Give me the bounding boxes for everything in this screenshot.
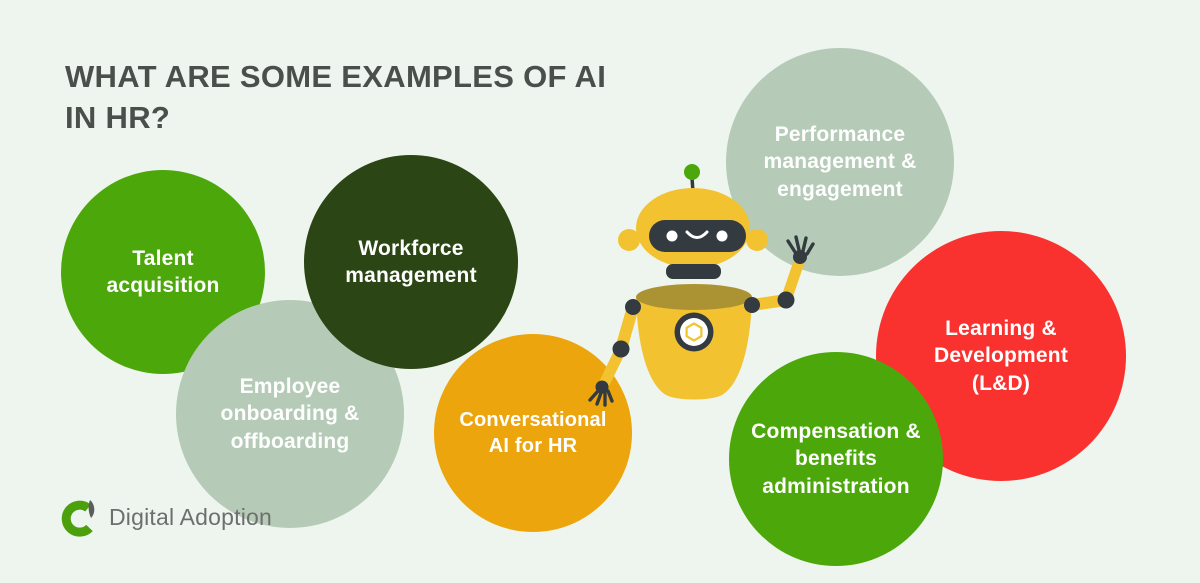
- bubble-label: Workforce management: [345, 236, 477, 287]
- robot-right-hand-icon: [786, 235, 815, 264]
- bubble-conversational-ai-for-hr: Conversational AI for HR: [434, 334, 632, 532]
- robot-antenna-icon: [684, 164, 700, 193]
- robot-left-hand-icon: [588, 380, 614, 407]
- bubble-performance-management-engagement: Performance management & engagement: [726, 48, 954, 276]
- bubble-label: Compensation & benefits administration: [751, 420, 921, 498]
- robot-left-arm: [588, 301, 639, 407]
- robot-mascot-illustration: [588, 164, 815, 407]
- digital-adoption-logo-icon: [61, 500, 95, 537]
- robot-neck: [666, 264, 721, 279]
- bubble-label: Employee onboarding & offboarding: [220, 375, 360, 453]
- brand-name: Digital Adoption: [109, 503, 273, 530]
- bubble-talent-acquisition: Talent acquisition: [61, 170, 265, 374]
- brand-logo: Digital Adoption: [60, 495, 272, 539]
- bubble-label: Talent acquisition: [106, 246, 220, 297]
- robot-eye-right: [716, 230, 728, 242]
- page-title: WHAT ARE SOME EXAMPLES OF AI IN HR?: [65, 59, 607, 135]
- robot-shoulder-left: [625, 299, 641, 315]
- robot-shoulder-right: [744, 297, 760, 313]
- robot-eye-left: [666, 230, 678, 242]
- robot-ear-left: [618, 229, 640, 251]
- bubble-compensation-benefits-administration: Compensation & benefits administration: [729, 352, 943, 566]
- bubble-label: Conversational AI for HR: [459, 409, 607, 457]
- bubble-label: Learning & Development (L&D): [933, 317, 1069, 395]
- robot-chest-badge-icon: [674, 312, 714, 352]
- robot-smile: [685, 230, 709, 239]
- bubble-label: Performance management & engagement: [763, 123, 917, 201]
- robot-ear-right: [746, 229, 768, 251]
- bubble-workforce-management: Workforce management: [304, 155, 518, 369]
